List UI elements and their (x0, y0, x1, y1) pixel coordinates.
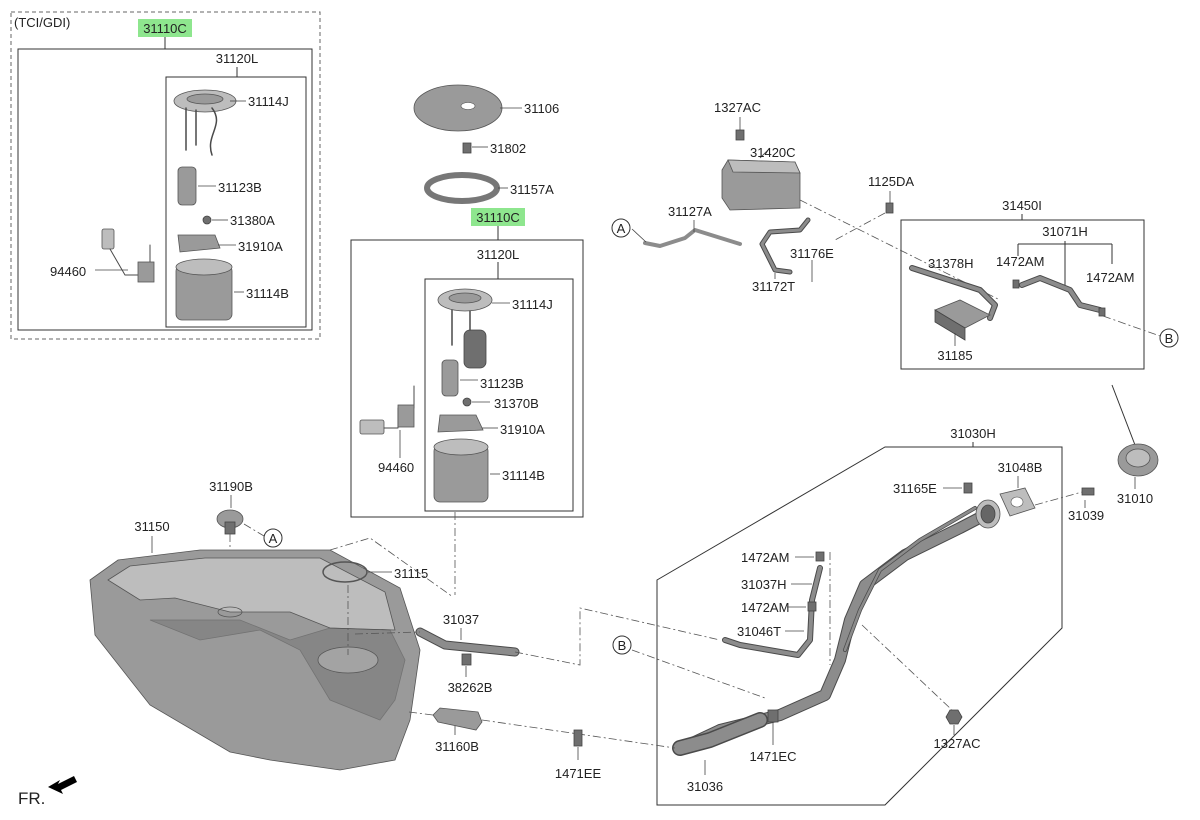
pump-top-part (177, 166, 197, 206)
front-label: FR. (18, 789, 45, 808)
label-clamp-31165[interactable]: 31165E (893, 481, 937, 496)
label-tube-31037[interactable]: 31037 (443, 612, 479, 627)
protector-31160-part (432, 707, 483, 731)
label-clamp-left[interactable]: 1472AM (996, 254, 1044, 269)
filter-top-part (177, 234, 221, 253)
variant-label: (TCI/GDI) (14, 15, 70, 30)
label-assy-mid[interactable]: 31110C (476, 210, 520, 225)
pump-box-top (17, 48, 313, 331)
label-pump-box-mid[interactable]: 31120L (477, 247, 519, 262)
label-cover[interactable]: 31106 (524, 101, 559, 116)
vapor-tube-part (643, 228, 742, 248)
sender-top-part (101, 228, 115, 250)
front-arrow-icon (48, 776, 77, 794)
label-tube-31046[interactable]: 31046T (737, 624, 781, 639)
plug-part (462, 142, 472, 154)
label-regulator-mid[interactable]: 31370B (494, 396, 539, 411)
label-pump-mid[interactable]: 31123B (480, 376, 524, 391)
label-gasket[interactable]: 31048B (998, 460, 1043, 475)
svg-text:B: B (618, 638, 627, 653)
clip-38262-part (461, 653, 472, 666)
label-valve-31190[interactable]: 31190B (209, 479, 253, 494)
label-gasket-31115[interactable]: 31115 (394, 566, 428, 581)
label-filter-top[interactable]: 31910A (238, 239, 283, 254)
screw-31039-part (1081, 487, 1095, 496)
label-bolt-1125[interactable]: 1125DA (868, 174, 914, 189)
label-hose-31172[interactable]: 31172T (752, 279, 795, 294)
sender-mid-part (359, 419, 385, 435)
label-screw-31039[interactable]: 31039 (1068, 508, 1104, 523)
label-tank[interactable]: 31150 (134, 519, 169, 534)
label-clip-38262[interactable]: 38262B (448, 680, 493, 695)
label-regulator-top[interactable]: 31380A (230, 213, 275, 228)
clamp-1472-mid-part (807, 601, 817, 612)
leader-canister (759, 147, 771, 159)
label-filter-mid[interactable]: 31910A (500, 422, 545, 437)
bolt-canister-part (735, 129, 745, 141)
svg-text:A: A (617, 221, 626, 236)
filter-mid-part (437, 414, 484, 433)
label-pump-box-top[interactable]: 31120L (216, 51, 258, 66)
clamp-left-part (1012, 279, 1020, 289)
label-sender-top[interactable]: 94460 (50, 264, 86, 279)
label-vapor-tube[interactable]: 31127A (668, 204, 712, 219)
label-clip-1471EE[interactable]: 1471EE (555, 766, 602, 781)
label-clamp-1472-top[interactable]: 1472AM (741, 550, 789, 565)
label-clamp-1471EC[interactable]: 1471EC (750, 749, 797, 764)
marker-a-bottom[interactable] (263, 528, 283, 548)
clamp-1471EC-part (767, 709, 779, 723)
label-nut-1327-bottom[interactable]: 1327AC (934, 736, 981, 751)
label-hose-31378[interactable]: 31378H (928, 256, 974, 271)
assy-top-highlight (138, 19, 192, 37)
marker-b-right[interactable] (1159, 328, 1179, 348)
label-hose-31176[interactable]: 31176E (790, 246, 834, 261)
label-canister[interactable]: 31420C (750, 145, 796, 160)
filter-assy-box (900, 219, 1145, 370)
label-filler-neck-assy[interactable]: 31030H (950, 426, 996, 441)
clamp-1472-top-part (815, 551, 825, 562)
svg-text:B: B (1165, 331, 1174, 346)
label-hose-31071[interactable]: 31071H (1042, 224, 1088, 239)
tci-gdi-variant-box (10, 11, 321, 340)
label-reservoir-mid[interactable]: 31114B (502, 468, 545, 483)
label-flange-top[interactable]: 31114J (248, 94, 289, 109)
pump-inner-box-top (165, 76, 307, 328)
label-bolt-canister[interactable]: 1327AC (714, 100, 761, 115)
regulator-mid-part (462, 397, 472, 407)
label-protector-31160[interactable]: 31160B (435, 739, 479, 754)
ring-nut-part (424, 172, 500, 204)
clamp-31165-part (963, 482, 973, 494)
pump-box-mid (350, 239, 584, 518)
pump-mid-part (441, 359, 459, 397)
label-plug[interactable]: 31802 (490, 141, 526, 156)
label-filter-31185[interactable]: 31185 (937, 348, 972, 363)
marker-a-top[interactable] (611, 218, 631, 238)
label-clamp-1472-mid[interactable]: 1472AM (741, 600, 789, 615)
regulator-top-part (202, 215, 212, 225)
clip-1471EE-part (573, 729, 583, 747)
label-hose-31037H[interactable]: 31037H (741, 577, 787, 592)
pump-inner-box-mid (424, 278, 574, 512)
label-ring-nut[interactable]: 31157A (510, 182, 554, 197)
clamp-right-part (1098, 307, 1106, 317)
gasket-31115-part (322, 561, 368, 583)
svg-text:A: A (269, 531, 278, 546)
label-sender-mid[interactable]: 94460 (378, 460, 414, 475)
nut-1327-bottom-part (945, 709, 963, 725)
label-fuel-cap[interactable]: 31010 (1117, 491, 1153, 506)
cover-part (413, 84, 503, 132)
label-flange-mid[interactable]: 31114J (512, 297, 553, 312)
label-assy-top[interactable]: 31110C (143, 21, 187, 36)
label-pump-top[interactable]: 31123B (218, 180, 262, 195)
label-filter-assy[interactable]: 31450I (1002, 198, 1042, 213)
assy-mid-highlight (471, 208, 525, 226)
marker-b-bottom[interactable] (612, 635, 632, 655)
label-hose-31036[interactable]: 31036 (687, 779, 723, 794)
label-clamp-right[interactable]: 1472AM (1086, 270, 1134, 285)
label-reservoir-top[interactable]: 31114B (246, 286, 289, 301)
filler-neck-box (656, 446, 1063, 806)
bolt-1125-part (885, 202, 894, 214)
filler-neck-part (682, 509, 991, 751)
